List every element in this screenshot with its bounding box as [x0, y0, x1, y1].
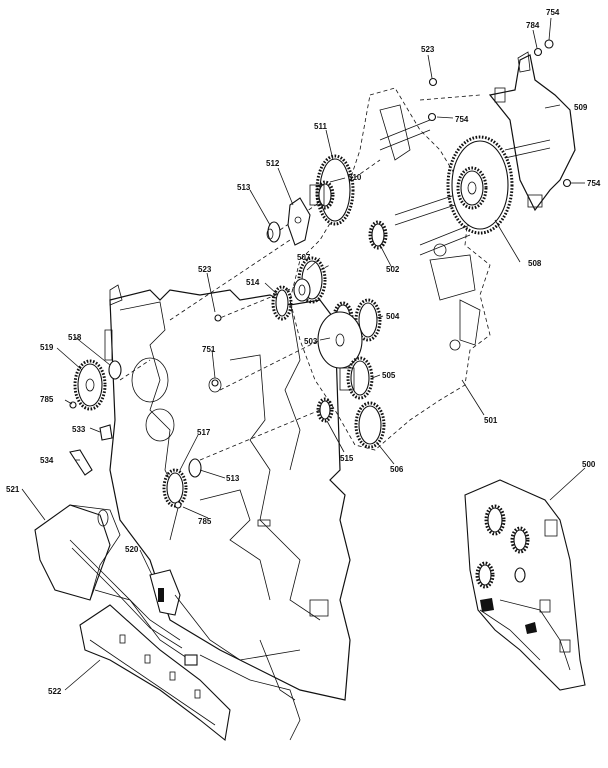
guide-rail-522 [79, 604, 231, 742]
label-785: 785 [40, 395, 54, 404]
label-510: 510 [348, 173, 362, 182]
gear-506 [354, 401, 386, 449]
leader-lines [21, 17, 586, 691]
label-523: 523 [198, 265, 212, 274]
label-512: 512 [266, 159, 280, 168]
label-508: 508 [528, 259, 542, 268]
label-509: 509 [574, 103, 588, 112]
gear-511 [309, 154, 355, 226]
label-511: 511 [314, 122, 327, 131]
gear-519 [73, 359, 107, 411]
motor-521 [34, 504, 191, 661]
collar-518 [108, 360, 122, 380]
sensor-520 [149, 569, 301, 741]
label-520: 520 [125, 545, 139, 554]
label-751: 751 [202, 345, 216, 354]
label-522: 522 [48, 687, 62, 696]
label-503: 503 [304, 337, 318, 346]
gear-507 [293, 256, 327, 304]
label-501: 501 [484, 416, 498, 425]
label-523: 523 [421, 45, 435, 54]
bracket-509 [488, 51, 576, 212]
label-513: 513 [226, 474, 240, 483]
label-533: 533 [72, 425, 86, 434]
label-785: 785 [198, 517, 212, 526]
label-754: 754 [455, 115, 469, 124]
gear-508 [446, 135, 514, 235]
gear-517 [162, 458, 202, 508]
label-505: 505 [382, 371, 396, 380]
gear-502 [368, 220, 388, 250]
part-labels: 754 784 523 509 754 511 510 754 512 513 … [6, 8, 601, 696]
label-754: 754 [587, 179, 601, 188]
label-504: 504 [386, 312, 400, 321]
label-514: 514 [246, 278, 260, 287]
label-513: 513 [237, 183, 251, 192]
label-784: 784 [526, 21, 540, 30]
ring-514 [271, 285, 293, 321]
pulley-513 [266, 221, 281, 243]
shaft-lines [119, 94, 551, 461]
label-515: 515 [340, 454, 354, 463]
label-534: 534 [40, 456, 54, 465]
label-502: 502 [386, 265, 400, 274]
label-517: 517 [197, 428, 211, 437]
label-519: 519 [40, 343, 54, 352]
gear-515 [316, 397, 334, 423]
label-507: 507 [297, 253, 311, 262]
lever-512 [287, 197, 311, 246]
label-754: 754 [546, 8, 560, 17]
label-500: 500 [582, 460, 596, 469]
label-506: 506 [390, 465, 404, 474]
assembly-inset-500 [464, 479, 586, 691]
label-521: 521 [6, 485, 20, 494]
label-518: 518 [68, 333, 82, 342]
